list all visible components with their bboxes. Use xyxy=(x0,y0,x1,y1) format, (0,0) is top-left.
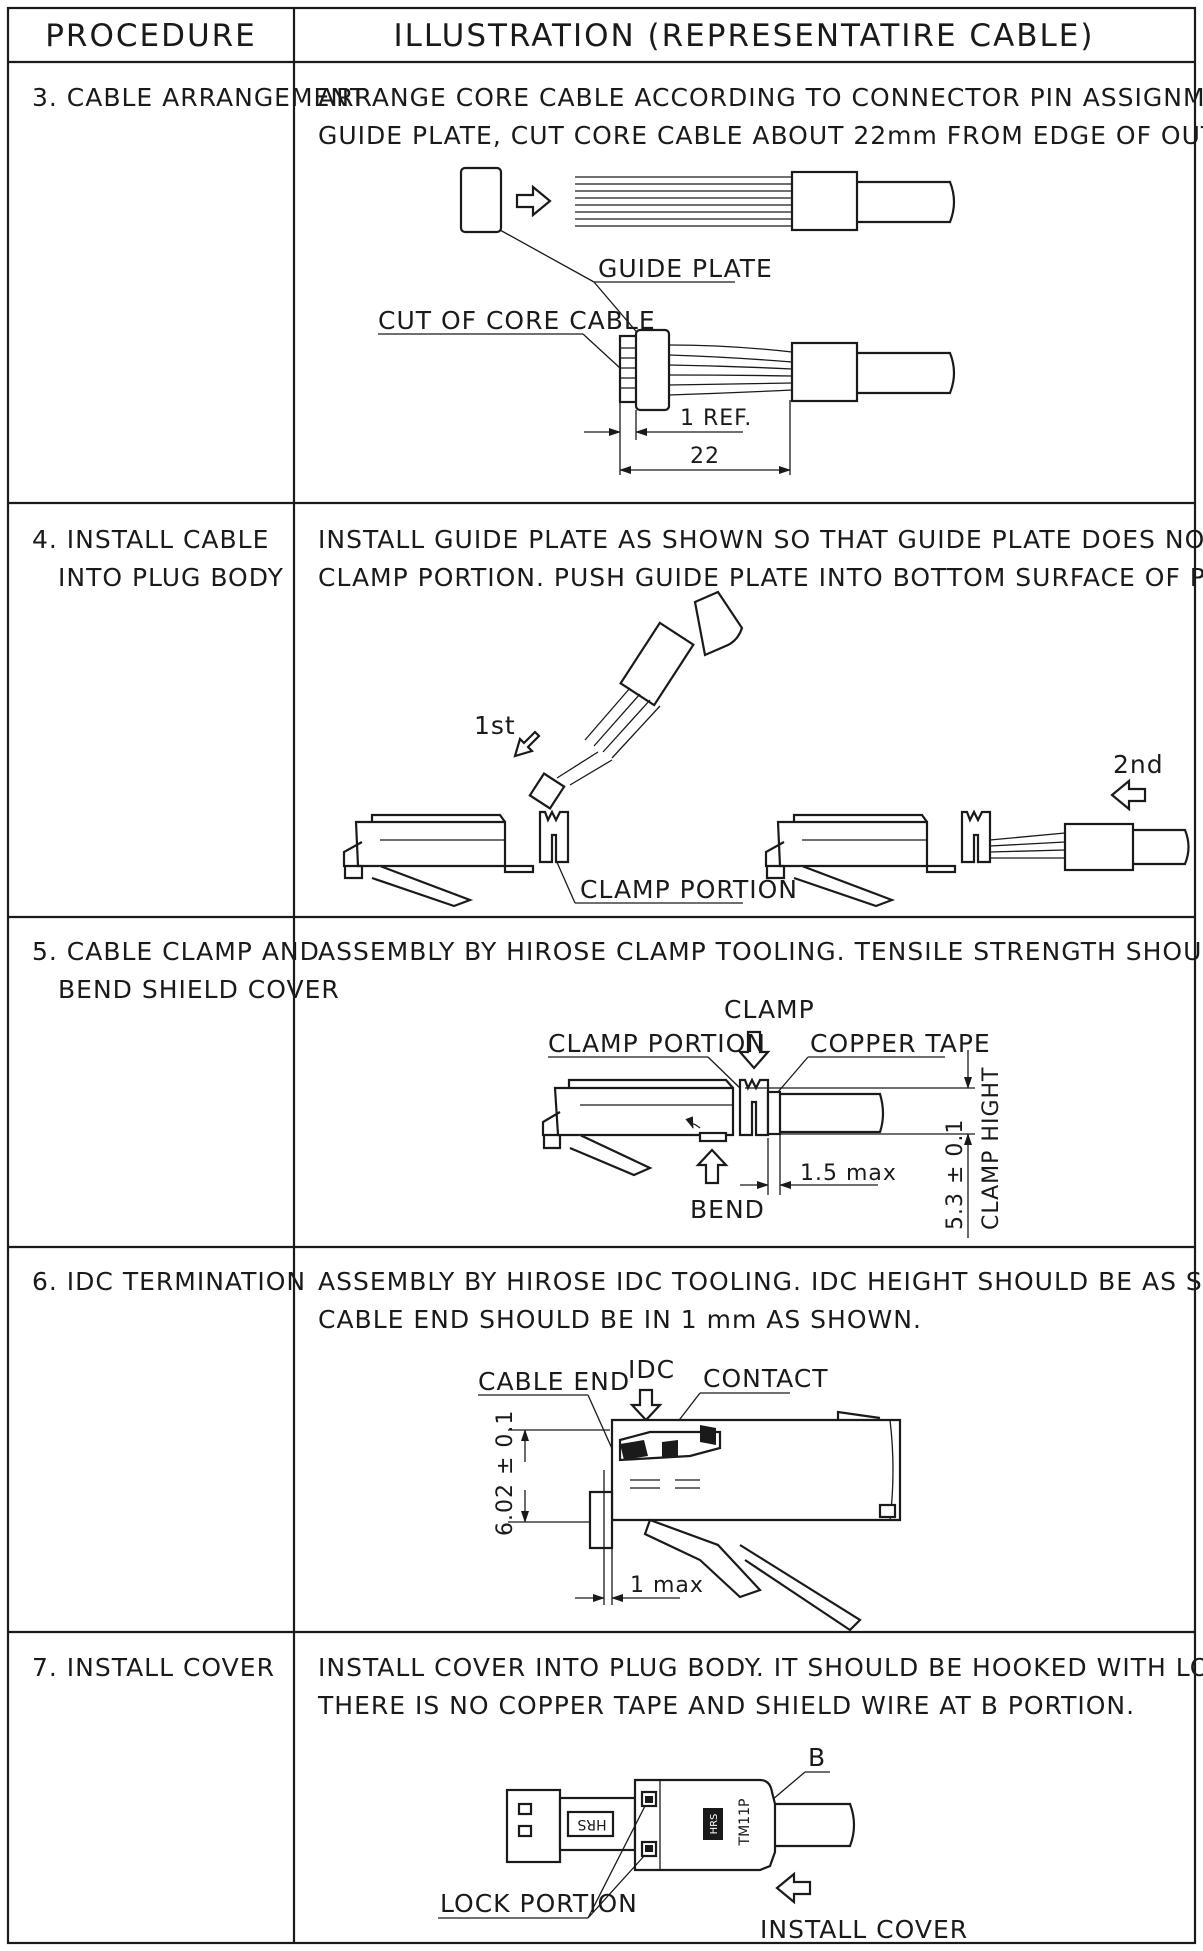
down-left-arrow-icon xyxy=(513,730,541,758)
step-description-line: GUIDE PLATE, CUT CORE CABLE ABOUT 22mm F… xyxy=(318,121,1203,150)
clamp-height-label: CLAMP HIGHT xyxy=(979,1067,1004,1230)
step-4-install-cable: 4. INSTALL CABLE INTO PLUG BODY INSTALL … xyxy=(32,525,1203,908)
step-description-line: CLAMP PORTION. PUSH GUIDE PLATE INTO BOT… xyxy=(318,563,1203,592)
step-3-cable-arrangement: 3. CABLE ARRANGEMENT ARRANGE CORE CABLE … xyxy=(32,83,1203,475)
outer-jacket-shape xyxy=(790,170,859,232)
plug-body-shape xyxy=(342,809,570,908)
illustration-header: ILLUSTRATION (REPRESENTATIRE CABLE) xyxy=(393,18,1094,54)
step-title: 4. INSTALL CABLE xyxy=(32,525,269,554)
step-title: BEND SHIELD COVER xyxy=(58,975,340,1004)
b-portion-label: B xyxy=(808,1743,826,1772)
outer-jacket-shape xyxy=(790,341,859,403)
step-6-idc-termination: 6. IDC TERMINATION ASSEMBLY BY HIROSE ID… xyxy=(32,1267,1203,1632)
copper-tape-label: COPPER TAPE xyxy=(810,1029,991,1058)
first-step-label: 1st xyxy=(474,711,516,740)
idc-termination-drawing: IDC CABLE END CONTACT xyxy=(478,1355,902,1632)
procedure-header: PROCEDURE xyxy=(45,18,257,54)
clamp-label: CLAMP xyxy=(724,995,815,1024)
cable-clamp-drawing: CLAMP CLAMP PORTION COPPER TAPE xyxy=(541,995,1004,1238)
up-arrow-icon xyxy=(695,1148,729,1185)
cable-shape xyxy=(780,1092,885,1134)
guide-plate-label: GUIDE PLATE xyxy=(598,254,773,283)
cable-shape xyxy=(857,180,956,224)
guide-plate-shape xyxy=(459,166,503,234)
brand-mark: HRS xyxy=(709,1814,720,1835)
step-title: INTO PLUG BODY xyxy=(58,563,284,592)
step-5-cable-clamp: 5. CABLE CLAMP AND BEND SHIELD COVER ASS… xyxy=(32,937,1203,1238)
step-title: 5. CABLE CLAMP AND xyxy=(32,937,320,966)
table-grid xyxy=(6,6,1197,1945)
lock-portion-label: LOCK PORTION xyxy=(440,1889,638,1918)
step-description-line: INSTALL GUIDE PLATE AS SHOWN SO THAT GUI… xyxy=(318,525,1203,554)
clamp-portion-shape xyxy=(538,809,570,864)
plug-front-shape xyxy=(505,1788,562,1864)
step-title: 3. CABLE ARRANGEMENT xyxy=(32,83,366,112)
clamp-portion-shape xyxy=(738,1077,770,1137)
step-description-line: THERE IS NO COPPER TAPE AND SHIELD WIRE … xyxy=(317,1691,1135,1720)
step-description-line: ASSEMBLY BY HIROSE CLAMP TOOLING. TENSIL… xyxy=(318,937,1203,966)
step-title: 7. INSTALL COVER xyxy=(32,1653,275,1682)
install-cover-label: INSTALL COVER xyxy=(760,1915,968,1944)
install-cable-drawing: 1st CLAMP PORTION xyxy=(342,590,1190,908)
outer-jacket-shape xyxy=(1063,822,1135,872)
plug-body-shape xyxy=(588,1410,902,1632)
step-description-line: CABLE END SHOULD BE IN 1 mm AS SHOWN. xyxy=(318,1305,922,1334)
brand-mark-mirrored: HRS xyxy=(577,1816,606,1832)
install-cover-drawing: B HRS HRS TM11P LOCK PORTION xyxy=(438,1743,968,1944)
left-arrow-icon xyxy=(775,1871,812,1905)
cable-arrangement-drawing: GUIDE PLATE CUT OF CORE CABLE xyxy=(378,166,956,475)
plug-body-shape xyxy=(764,809,992,908)
max-dimension-label: 1.5 max xyxy=(800,1161,897,1186)
step-7-install-cover: 7. INSTALL COVER INSTALL COVER INTO PLUG… xyxy=(32,1653,1203,1944)
cable-end-label: CABLE END xyxy=(478,1367,630,1396)
second-step-label: 2nd xyxy=(1113,750,1164,779)
max-dimension-label: 1 max xyxy=(630,1573,704,1598)
clamp-portion-label: CLAMP PORTION xyxy=(548,1029,766,1058)
clamp-portion-label: CLAMP PORTION xyxy=(580,875,798,904)
left-arrow-icon xyxy=(1110,778,1147,812)
clamp-portion-shape xyxy=(960,809,992,864)
guide-plate-installed-shape xyxy=(634,328,671,412)
height-value-label: 6.02 ± 0.1 xyxy=(493,1410,518,1536)
cut-of-core-cable-label: CUT OF CORE CABLE xyxy=(378,306,656,335)
outer-jacket-shape xyxy=(619,621,695,707)
part-number-label: TM11P xyxy=(737,1799,753,1847)
cable-shape xyxy=(1133,828,1190,866)
brand-logo-box xyxy=(703,1808,723,1840)
guide-plate-shape xyxy=(528,772,566,810)
step-description-line: ASSEMBLY BY HIROSE IDC TOOLING. IDC HEIG… xyxy=(318,1267,1203,1296)
length-dimension-label: 22 xyxy=(690,444,720,469)
core-wires xyxy=(575,176,792,227)
down-arrow-icon xyxy=(737,1030,771,1070)
right-arrow-icon xyxy=(515,184,552,218)
bend-label: BEND xyxy=(690,1195,765,1224)
clamp-height-value: 5.3 ± 0.1 xyxy=(943,1119,968,1230)
ref-dimension-label: 1 REF. xyxy=(680,406,752,431)
step-description-line: INSTALL COVER INTO PLUG BODY. IT SHOULD … xyxy=(318,1653,1203,1682)
contact-label: CONTACT xyxy=(703,1364,829,1393)
step-description-line: ARRANGE CORE CABLE ACCORDING TO CONNECTO… xyxy=(318,83,1203,112)
idc-label: IDC xyxy=(628,1355,675,1384)
cable-shape xyxy=(775,1802,856,1848)
cable-shape xyxy=(693,590,744,657)
step-title: 6. IDC TERMINATION xyxy=(32,1267,306,1296)
down-arrow-icon xyxy=(629,1388,663,1422)
